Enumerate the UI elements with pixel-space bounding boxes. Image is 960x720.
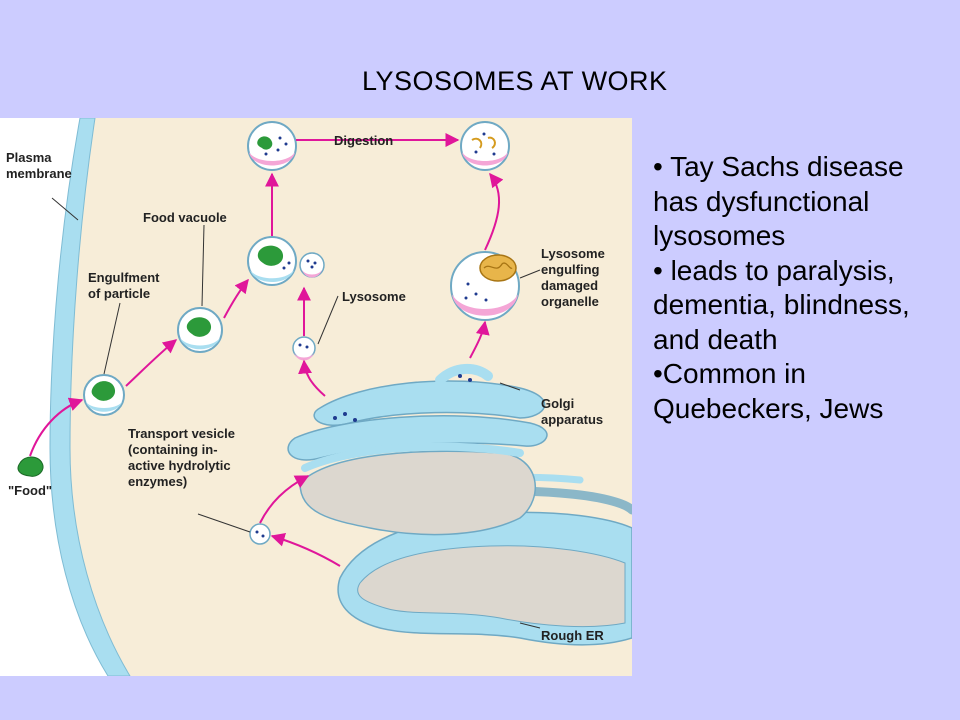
label-food: "Food" — [8, 483, 52, 498]
lysosome-engulfing-organelle — [450, 251, 520, 321]
bullet-item: •Common in Quebeckers, Jews — [653, 358, 884, 424]
golgi-apparatus — [287, 364, 548, 536]
rough-er — [337, 473, 632, 646]
bullet-list: • Tay Sachs disease has dysfunctional ly… — [653, 150, 953, 426]
digestion-vacuole-1 — [247, 121, 297, 171]
slide-title: LYSOSOMES AT WORK — [362, 66, 668, 96]
transport-vesicle — [249, 523, 271, 545]
bullet-item: • Tay Sachs disease has dysfunctional ly… — [653, 151, 904, 251]
label-rough-er: Rough ER — [541, 628, 604, 643]
label-digestion: Digestion — [334, 133, 393, 148]
leader-lines — [51, 197, 541, 629]
process-arrows — [29, 133, 504, 567]
label-transport-vesicle: Transport vesicle(containing in-active h… — [128, 426, 235, 489]
food-vacuole — [177, 307, 223, 353]
fusing-vacuole — [247, 236, 325, 286]
digestion-vacuole-2 — [460, 121, 510, 171]
bullet-item: • leads to paralysis, dementia, blindnes… — [653, 254, 910, 355]
lysosome — [292, 336, 316, 361]
plasma-membrane — [49, 118, 131, 676]
engulfment-vesicle — [83, 374, 125, 416]
food-particle — [17, 456, 44, 477]
label-food-vacuole: Food vacuole — [143, 210, 227, 225]
label-lysosome: Lysosome — [342, 289, 406, 304]
